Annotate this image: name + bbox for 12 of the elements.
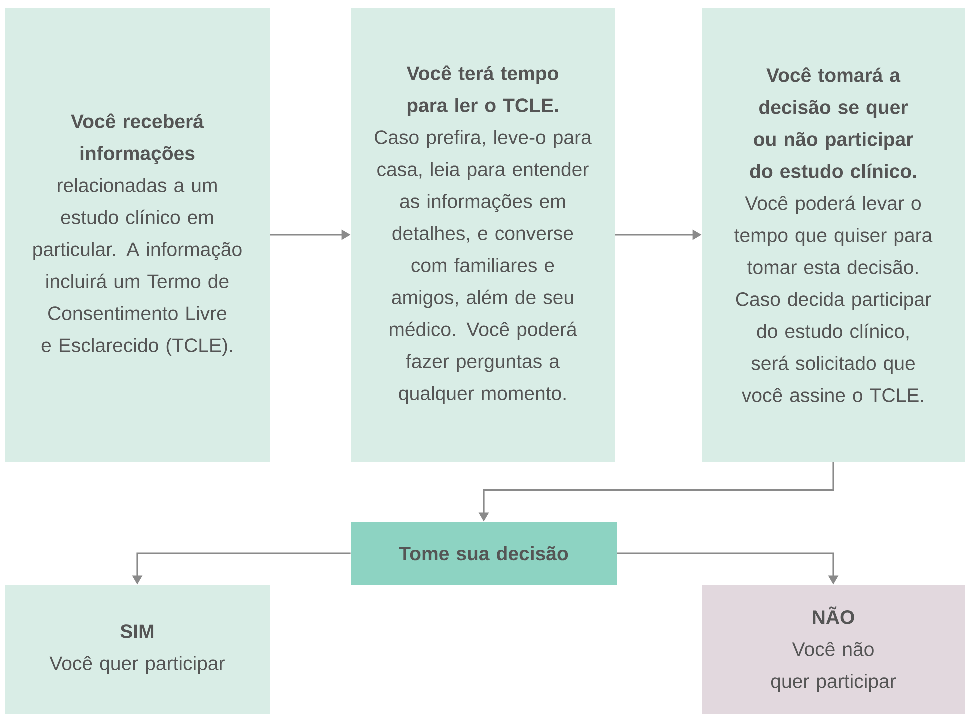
outcome-box: [5, 585, 270, 714]
box-text: SIM Você quer participar: [50, 624, 225, 674]
process-box: [702, 8, 965, 462]
process-box: [5, 8, 270, 462]
process-box: [351, 8, 615, 462]
box-text: Você tomará a decisão se quer ou não participar do estudo clínico. Você poderá levar o tempo que quiser para tomar esta decisão. Caso decida participar do estudo clínico, será solicitado que você assine o TCLE.: [734, 68, 933, 402]
decision-box: [351, 522, 617, 585]
box-text: Você receberá informações relacionadas a um estudo clínico em particular. A informação incluirá um Termo de Consentimento Livre e Esclarecido (TCLE).: [34, 114, 242, 356]
box-text: Tome sua decisão: [399, 546, 568, 561]
box-text: NÃO Você não quer participar: [771, 606, 896, 692]
outcome-box: [702, 585, 965, 714]
box-text: Você terá tempo para ler o TCLE. Caso prefira, leve-o para casa, leia para entender as informações em detalhes, e converse com familiares e amigos, além de seu médico. Você poderá fazer perguntas a qualquer momento.: [375, 66, 592, 404]
